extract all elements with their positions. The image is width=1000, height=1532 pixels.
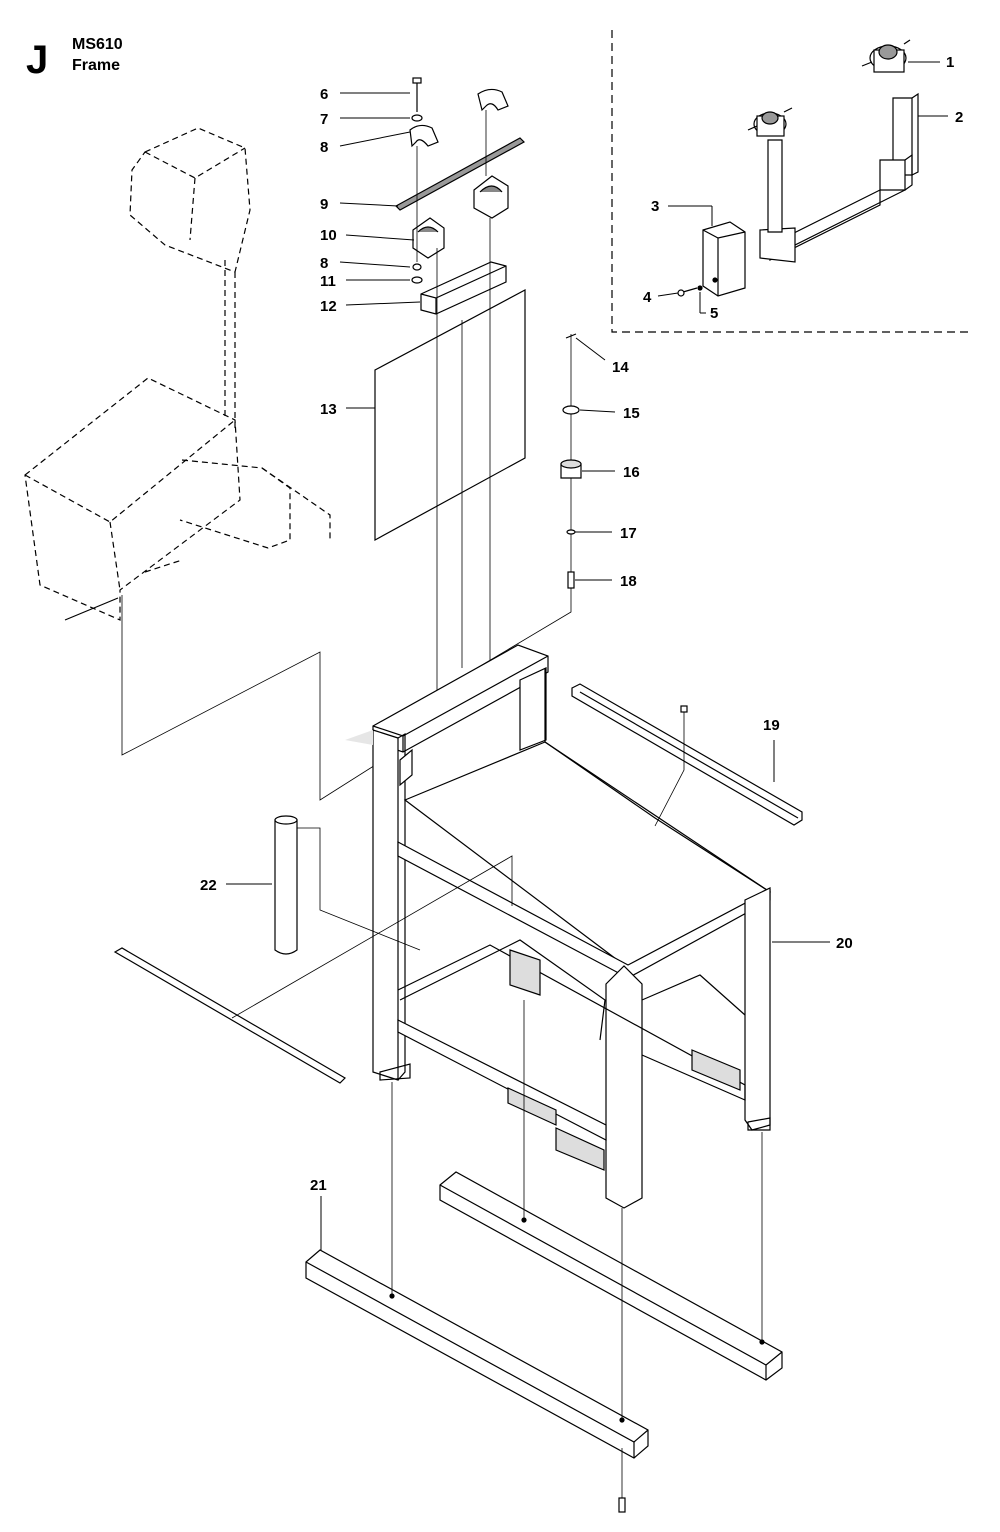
callout-6: 6: [320, 86, 328, 103]
callout-21: 21: [310, 1177, 327, 1194]
angle-rail: [571, 683, 803, 827]
callout-14: 14: [612, 359, 629, 376]
callout-8: 8: [320, 139, 328, 156]
callout-22: 22: [200, 877, 217, 894]
saw-stand-frame: [345, 644, 772, 1209]
callout-13: 13: [320, 401, 337, 418]
callout-7: 7: [320, 111, 328, 128]
callout-10: 10: [320, 227, 337, 244]
callout-8b: 8: [320, 255, 328, 272]
foot-beam-front: [305, 1249, 649, 1459]
callout-11: 11: [320, 273, 336, 290]
clamp-stack: [374, 77, 526, 708]
callout-16: 16: [623, 464, 640, 481]
leader-lines: [226, 61, 948, 1250]
callout-labels: 1 2 3 4 5 6 7 8 9 10 8 11 12 13 14 15 16…: [200, 54, 963, 1194]
callout-9: 9: [320, 196, 328, 213]
callout-1: 1: [946, 54, 954, 71]
foot-beam-rear: [439, 1171, 783, 1381]
section-letter: J: [26, 38, 49, 82]
tube: [274, 815, 421, 955]
callout-15: 15: [623, 405, 640, 422]
callout-4: 4: [643, 289, 652, 306]
callout-20: 20: [836, 935, 853, 952]
callout-17: 17: [620, 525, 637, 542]
bearing-top-right: [861, 39, 911, 73]
model-number: MS610: [72, 36, 123, 53]
control-box: [702, 221, 746, 297]
bearing-left: [747, 107, 793, 137]
callout-19: 19: [763, 717, 780, 734]
diagram-title: Frame: [72, 57, 121, 74]
callout-3: 3: [651, 198, 659, 215]
inset-border: [611, 30, 972, 333]
long-rail: [113, 855, 513, 1084]
callout-2: 2: [955, 109, 963, 126]
bearing-bracket-assembly: [677, 39, 919, 297]
blade-guard-dashed: [24, 127, 331, 621]
callout-5: 5: [710, 305, 718, 322]
callout-12: 12: [320, 298, 337, 315]
callout-18: 18: [620, 573, 637, 590]
